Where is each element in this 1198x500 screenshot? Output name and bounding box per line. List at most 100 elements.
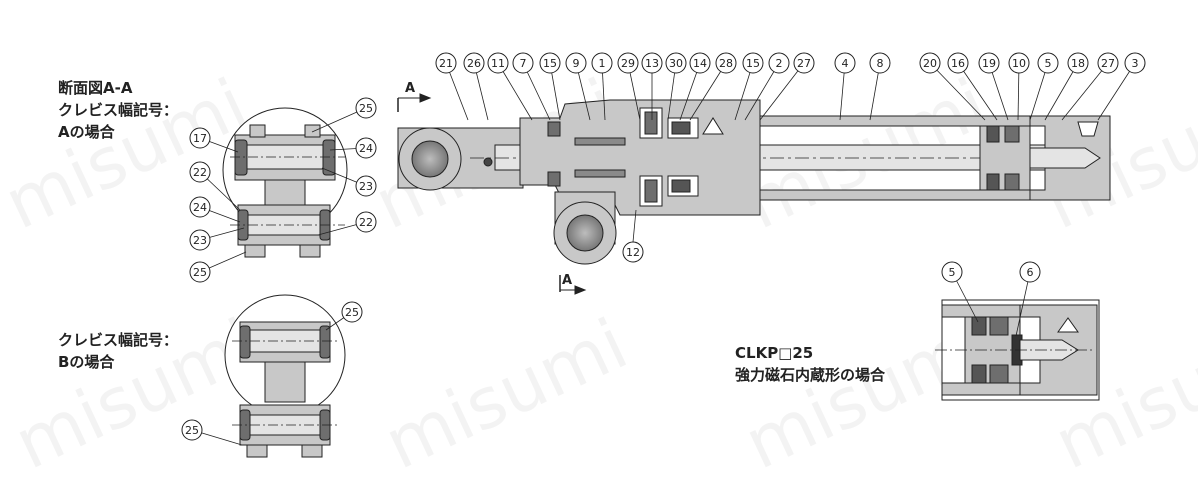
callout-circle bbox=[435, 52, 457, 74]
callout-circle bbox=[189, 161, 211, 183]
callout-number: 25 bbox=[345, 306, 359, 319]
callout-leader bbox=[1061, 62, 1109, 121]
callout-circle bbox=[1097, 52, 1119, 74]
callout: 25 bbox=[325, 301, 363, 331]
piston-seal-upper bbox=[986, 125, 1000, 143]
callout-circle bbox=[355, 211, 377, 233]
callout-circle bbox=[742, 52, 764, 74]
callout: 9 bbox=[565, 52, 591, 121]
callout-circle bbox=[487, 52, 509, 74]
callout-circle bbox=[512, 52, 534, 74]
callout-number: 8 bbox=[877, 57, 884, 70]
callout-leader bbox=[1015, 271, 1031, 337]
callout: 24 bbox=[189, 196, 241, 223]
main-cylinder-section bbox=[397, 93, 1111, 295]
callout: 22 bbox=[317, 211, 377, 236]
callout-number: 3 bbox=[1132, 57, 1139, 70]
callout: 20 bbox=[919, 52, 986, 121]
lock-piston-upper bbox=[644, 111, 658, 135]
callout: 2 bbox=[744, 52, 790, 121]
callout: 17 bbox=[189, 127, 239, 153]
callout-number: 9 bbox=[573, 57, 580, 70]
callout-number: 21 bbox=[439, 57, 453, 70]
lock-piston-lower bbox=[644, 179, 658, 203]
callout-circle bbox=[689, 52, 711, 74]
detail-view bbox=[935, 299, 1100, 401]
callout-number: 6 bbox=[1027, 266, 1034, 279]
callout-number: 18 bbox=[1071, 57, 1085, 70]
callout-circle bbox=[1019, 261, 1041, 283]
magnet-upper bbox=[1004, 125, 1020, 143]
callout: 7 bbox=[512, 52, 551, 121]
callout-number: 23 bbox=[193, 234, 207, 247]
callout: 29 bbox=[617, 52, 641, 121]
callout-number: 17 bbox=[193, 132, 207, 145]
callout-circle bbox=[641, 52, 663, 74]
section-b-labels: クレビス幅記号： Bの場合 bbox=[58, 331, 178, 371]
detail-magnet-upper bbox=[989, 316, 1009, 336]
callout-circle bbox=[189, 196, 211, 218]
callout-circle bbox=[189, 261, 211, 283]
section-b-neck bbox=[264, 361, 306, 403]
callout-number: 25 bbox=[193, 266, 207, 279]
cushion-port bbox=[1077, 121, 1099, 137]
section-b-view bbox=[224, 294, 346, 458]
detail-seal-lower bbox=[971, 364, 987, 384]
callout: 15 bbox=[539, 52, 561, 121]
callout-leader bbox=[1044, 62, 1079, 121]
callout-circle bbox=[355, 97, 377, 119]
rod-seal-lower bbox=[547, 171, 561, 187]
rod-seal-upper bbox=[547, 121, 561, 137]
lock-ring-upper bbox=[671, 121, 691, 135]
piston-seal-lower bbox=[986, 173, 1000, 191]
section-a-cap-left bbox=[249, 124, 266, 138]
callout: 24 bbox=[329, 137, 377, 159]
callout-number: 2 bbox=[776, 57, 783, 70]
callout: 8 bbox=[869, 52, 891, 121]
callout: 19 bbox=[978, 52, 1009, 121]
callout-leader bbox=[744, 62, 780, 121]
callout-circle bbox=[869, 52, 891, 74]
callout-number: 28 bbox=[719, 57, 733, 70]
section-a-view bbox=[222, 107, 348, 258]
callout-leader bbox=[929, 62, 986, 121]
section-a-cap-right bbox=[304, 124, 321, 138]
callout: 14 bbox=[679, 52, 711, 121]
section-a-title: 断面図A-A bbox=[58, 79, 133, 97]
set-screw bbox=[483, 157, 493, 167]
section-a-washer-right bbox=[322, 139, 336, 176]
detail-model-label: CLKP□25 bbox=[735, 344, 813, 362]
bushing-lower bbox=[574, 169, 626, 178]
callout-circle bbox=[189, 127, 211, 149]
callout-number: 27 bbox=[1101, 57, 1115, 70]
callout-number: 4 bbox=[842, 57, 849, 70]
callout-leader bbox=[957, 62, 998, 121]
rod-end-tip bbox=[1029, 147, 1101, 169]
callout-leader bbox=[497, 62, 533, 121]
callout: 3 bbox=[1097, 52, 1146, 121]
trunnion-pin bbox=[566, 214, 604, 252]
callout-leader bbox=[522, 62, 551, 121]
callout-leader bbox=[1097, 62, 1136, 121]
magnet-lower bbox=[1004, 173, 1020, 191]
detail-rod-tip bbox=[1019, 339, 1079, 361]
callout-circle bbox=[617, 52, 639, 74]
callout-number: 15 bbox=[746, 57, 760, 70]
section-mark-bottom: A bbox=[562, 273, 572, 288]
callout-leader bbox=[759, 62, 805, 121]
callout: 5 bbox=[1029, 52, 1059, 121]
section-b-washer-left bbox=[239, 325, 251, 359]
callout-number: 23 bbox=[359, 180, 373, 193]
callout-circle bbox=[1067, 52, 1089, 74]
callout-number: 24 bbox=[193, 201, 207, 214]
callout-circle bbox=[539, 52, 561, 74]
callout-circle bbox=[665, 52, 687, 74]
callout: 22 bbox=[189, 161, 241, 211]
callout-number: 22 bbox=[359, 216, 373, 229]
callout: 5 bbox=[941, 261, 979, 323]
section-a-foot-right bbox=[299, 244, 321, 258]
callout: 11 bbox=[487, 52, 533, 121]
